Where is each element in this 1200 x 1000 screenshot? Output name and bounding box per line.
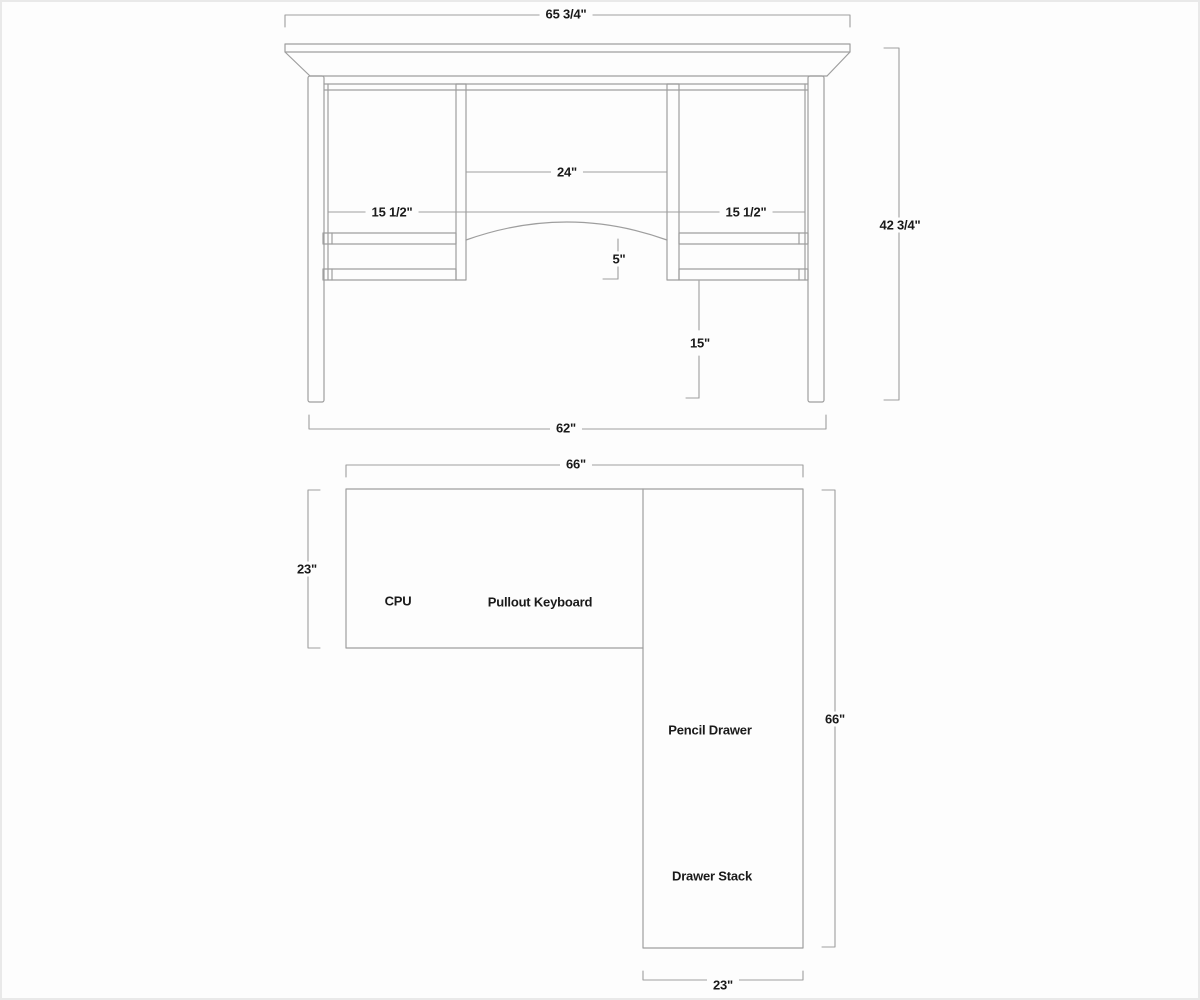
dim-knee-opening-label: 24" bbox=[550, 164, 584, 180]
dim-arch-height-label: 5" bbox=[606, 251, 632, 267]
right-divider-panel bbox=[666, 83, 680, 281]
left-divider-panel bbox=[455, 83, 467, 281]
front-elevation-view bbox=[284, 14, 900, 430]
arched-apron bbox=[465, 221, 668, 241]
left-leg bbox=[307, 75, 325, 403]
dim-knee-clearance bbox=[685, 280, 700, 399]
dim-knee-clearance-label: 15" bbox=[683, 335, 717, 351]
right-pedestal-drawers bbox=[678, 232, 809, 281]
right-leg bbox=[807, 75, 825, 403]
dim-overall-width-label: 65 3/4" bbox=[539, 6, 593, 22]
dim-right-bay-label: 15 1/2" bbox=[719, 204, 773, 220]
drawer-stack-area-label: Drawer Stack bbox=[672, 868, 752, 884]
top-rail bbox=[323, 83, 809, 91]
pencil-drawer-area-label: Pencil Drawer bbox=[668, 722, 752, 738]
dim-plan-bottom-depth-label: 23" bbox=[706, 977, 740, 993]
pullout-keyboard-area-label: Pullout Keyboard bbox=[487, 594, 593, 610]
cpu-area-label: CPU bbox=[384, 593, 412, 609]
dim-overall-height-label: 42 3/4" bbox=[873, 217, 927, 233]
dim-plan-left-depth-label: 23" bbox=[290, 561, 324, 577]
left-pedestal-drawers bbox=[322, 232, 457, 281]
dim-plan-top-width-label: 66" bbox=[559, 456, 593, 472]
dim-base-width-label: 62" bbox=[549, 420, 583, 436]
l-shaped-desk-outline bbox=[345, 488, 804, 949]
desk-top bbox=[284, 43, 851, 77]
dim-plan-right-length-label: 66" bbox=[818, 711, 852, 727]
plan-view bbox=[307, 464, 836, 981]
dim-left-bay-label: 15 1/2" bbox=[365, 204, 419, 220]
dim-arch-height bbox=[602, 238, 619, 280]
